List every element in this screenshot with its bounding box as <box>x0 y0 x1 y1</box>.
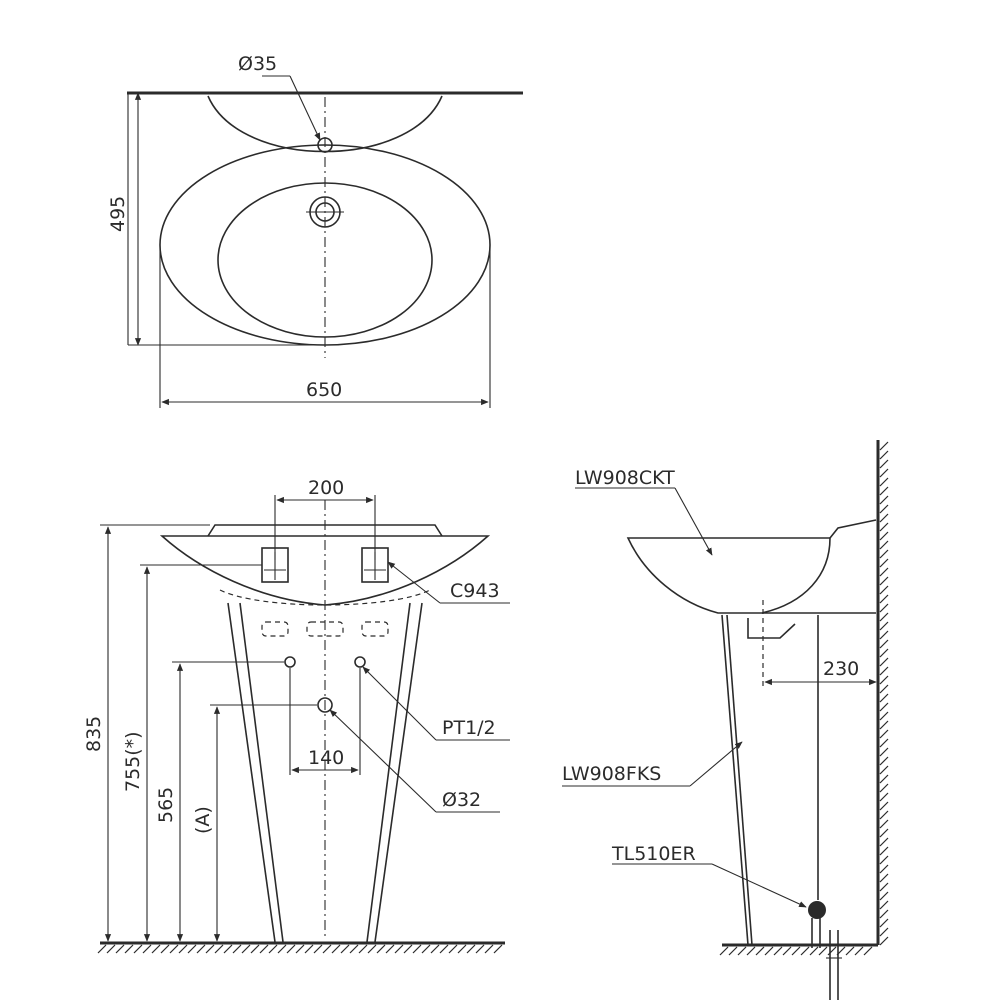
side-view: 230 LW908CKT LW908FKS TL510ER <box>562 440 889 1000</box>
rim-height-label: 755(*) <box>122 731 144 792</box>
trap <box>808 901 842 1000</box>
basin-label: LW908CKT <box>575 467 675 489</box>
side-pedestal-front <box>721 614 749 946</box>
trap-label: TL510ER <box>611 843 696 865</box>
floor-hatch <box>97 944 503 954</box>
drain-point <box>317 697 333 713</box>
tap-hole <box>317 137 333 153</box>
supply-point-right <box>354 656 366 668</box>
trap-leader <box>711 863 807 908</box>
wall-hatch <box>879 441 889 946</box>
supply-point-left <box>284 656 296 668</box>
fitting-label: C943 <box>450 580 500 602</box>
depth-dim-label: 495 <box>107 196 129 232</box>
pedestal-right <box>374 602 423 943</box>
pedestal-label: LW908FKS <box>562 763 661 785</box>
thread-leader <box>362 666 437 741</box>
basin-side <box>626 537 831 614</box>
thread-label: PT1/2 <box>442 717 496 739</box>
pedestal-left <box>227 602 276 943</box>
side-floor-hatch <box>719 946 873 956</box>
drain-height-label: (A) <box>192 806 214 834</box>
spacing-top-label: 200 <box>308 477 344 499</box>
basin-leader <box>674 487 713 556</box>
hole-leader <box>289 75 321 141</box>
supply-height-label: 565 <box>155 787 177 823</box>
total-height-label: 835 <box>83 716 105 752</box>
drain-leader <box>329 709 437 813</box>
pedestal-leader <box>689 741 743 787</box>
front-view: 200 140 835 755(*) 565 (A) C943 PT1/2 Ø3… <box>83 477 510 954</box>
drain-label: Ø32 <box>442 789 481 811</box>
hole-diameter-label: Ø35 <box>238 53 277 75</box>
top-view: Ø35 495 650 <box>107 53 523 408</box>
fitting-leader <box>387 561 441 604</box>
wall-offset-label: 230 <box>823 658 859 680</box>
width-dim-label: 650 <box>306 379 342 401</box>
spacing-bottom-label: 140 <box>308 747 344 769</box>
